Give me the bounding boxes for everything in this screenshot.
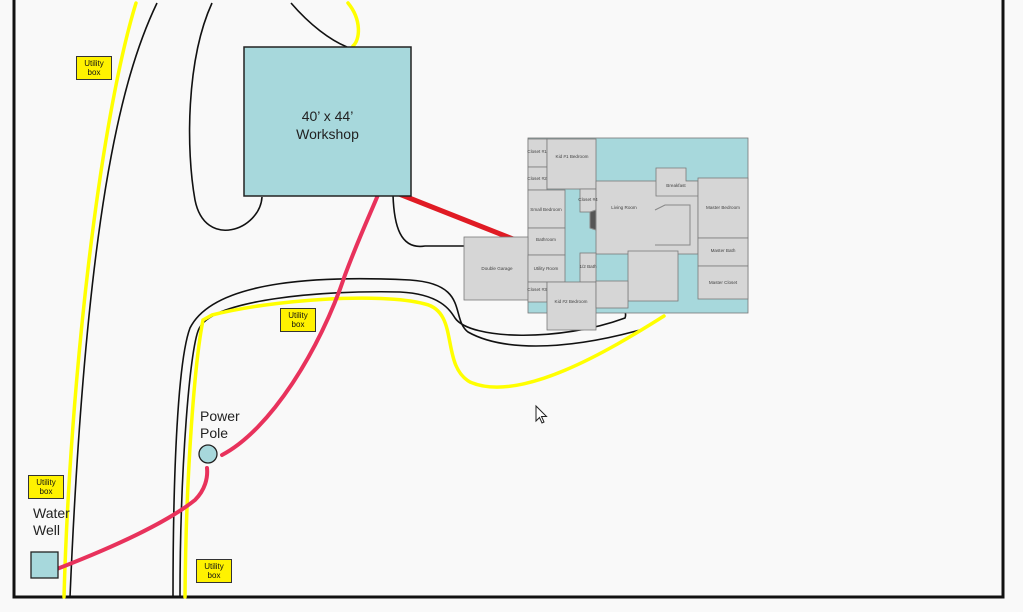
house-drive-inner-loop	[199, 290, 627, 337]
room-label-closet1: Closet #1	[527, 149, 547, 154]
room-label-bathroom: Bathroom	[536, 237, 556, 242]
room-label-small-bedroom: Small Bedroom	[530, 207, 562, 212]
room-label-bedroom2: Kid #2 Bedroom	[555, 299, 588, 304]
workshop-building	[243, 46, 412, 197]
workshop-label: 40’ x 44’ Workshop	[244, 107, 411, 143]
utility-box-label-line2: box	[39, 487, 53, 496]
water-well-label-line2: Well	[33, 522, 60, 538]
utility-box-bottom: Utility box	[196, 559, 232, 583]
fireplace	[589, 209, 597, 231]
room-closet3	[527, 281, 548, 303]
room-label-utility: Utility Room	[534, 266, 559, 271]
power-pole-symbol	[198, 444, 218, 464]
room-label-master-bedroom: Master Bedroom	[706, 205, 740, 210]
utility-line-left	[62, 1, 138, 599]
water-well-symbol	[30, 551, 59, 579]
room-breakfast	[655, 167, 699, 197]
power-line-pole-to-workshop	[220, 188, 382, 457]
utility-box-center: Utility box	[280, 308, 316, 332]
utility-box-label-line2: box	[291, 320, 305, 329]
room-utility	[527, 254, 566, 283]
utility-box-top-left: Utility box	[76, 56, 112, 80]
workshop-name: Workshop	[296, 126, 359, 142]
utility-box-label-line1: Utility	[36, 478, 56, 487]
water-well-label-line1: Water	[33, 505, 70, 521]
utility-box-label-line1: Utility	[288, 311, 308, 320]
room-double-garage	[463, 236, 529, 301]
room-label-closet4: Closet #4	[578, 197, 598, 202]
room-master-bedroom	[697, 177, 749, 239]
mouse-cursor-icon	[535, 404, 548, 424]
utility-lines	[62, 1, 666, 599]
room-label-half-bath: 1/2 Bath	[579, 264, 597, 269]
power-pole-label-line2: Pole	[200, 425, 229, 441]
room-bedroom2	[546, 281, 597, 331]
living-room-partition	[654, 204, 691, 246]
room-entry-porch	[595, 280, 629, 309]
house-floor-plan	[463, 137, 749, 331]
room-label-closet2: Closet #2	[527, 176, 547, 181]
main-road-left-edge	[69, 2, 158, 598]
room-label-master-closet: Master Closet	[709, 280, 738, 285]
utility-line-center	[183, 296, 666, 599]
house-drive-inner	[179, 326, 201, 598]
room-label-double-garage: Double Garage	[481, 266, 513, 271]
room-label-closet3: Closet #3	[527, 287, 547, 292]
utility-box-label-line1: Utility	[84, 59, 104, 68]
room-master-closet	[697, 265, 749, 300]
room-label-master-bath: Master Bath	[711, 248, 736, 253]
utility-line-workshop	[346, 1, 361, 48]
workshop-dimensions: 40’ x 44’	[301, 108, 354, 124]
room-label-breakfast: Breakfast	[666, 183, 686, 188]
property-boundary	[12, 0, 1005, 599]
room-hallway-block	[627, 250, 679, 302]
utility-box-well: Utility box	[28, 475, 64, 499]
workshop-drive-loop	[188, 2, 263, 231]
power-line-workshop-to-house	[381, 185, 521, 244]
room-label-bedroom1: Kid #1 Bedroom	[556, 154, 589, 159]
utility-box-label-line1: Utility	[204, 562, 224, 571]
power-pole-label-line1: Power	[200, 408, 240, 424]
room-bedroom1	[546, 138, 597, 190]
house-drive-outer	[172, 277, 641, 598]
power-pole-label: Power Pole	[200, 408, 240, 442]
room-label-living: Living Room	[611, 205, 637, 210]
utility-box-label-line2: box	[207, 571, 221, 580]
water-well-label: Water Well	[33, 505, 70, 539]
workshop-drive-right	[290, 2, 348, 48]
power-line-well-to-pole	[47, 466, 210, 574]
driveway-lines	[69, 2, 641, 598]
power-lines	[47, 185, 521, 574]
utility-box-label-line2: box	[87, 68, 101, 77]
workshop-to-garage-drive	[392, 194, 465, 248]
room-small-bedroom	[527, 189, 566, 229]
